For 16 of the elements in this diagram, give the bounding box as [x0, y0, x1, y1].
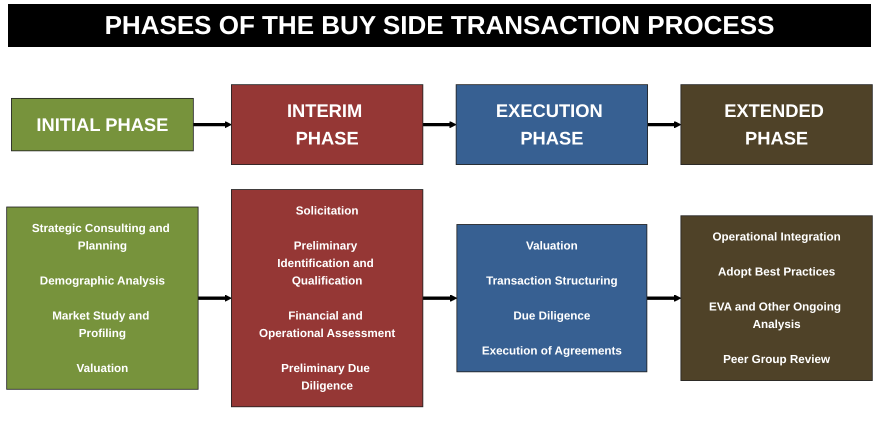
- title-banner: PHASES OF THE BUY SIDE TRANSACTION PROCESS: [8, 4, 871, 47]
- arrow: [422, 294, 458, 302]
- arrow: [193, 121, 232, 129]
- node-box: [231, 189, 424, 408]
- node-box: [456, 224, 648, 373]
- node-box: [6, 206, 199, 390]
- node-box: [456, 84, 648, 166]
- node-box: [11, 98, 194, 152]
- arrow: [648, 121, 682, 129]
- node-box: [680, 84, 873, 166]
- arrow: [646, 294, 682, 302]
- node-box: [680, 216, 873, 382]
- arrow: [198, 294, 232, 302]
- node-box: [231, 84, 424, 166]
- arrow: [422, 121, 456, 129]
- flow-diagram: INITIAL PHASE INTERIM PHASE EXECUTION PHASE EXTENDED PHASE Strategic Consulting and Planning Demographic Analysis Market Study and Profiling Valuation Solicitation Preliminary Identification and Qualification Financial and Operational Assessment Preliminary Due Diligence Valuation Transaction Structuring Due Diligence Execution of Agreements Operational Integration Adopt Best Practices EVA and Other Ongoing Analysis Peer Group Review: [0, 78, 879, 414]
